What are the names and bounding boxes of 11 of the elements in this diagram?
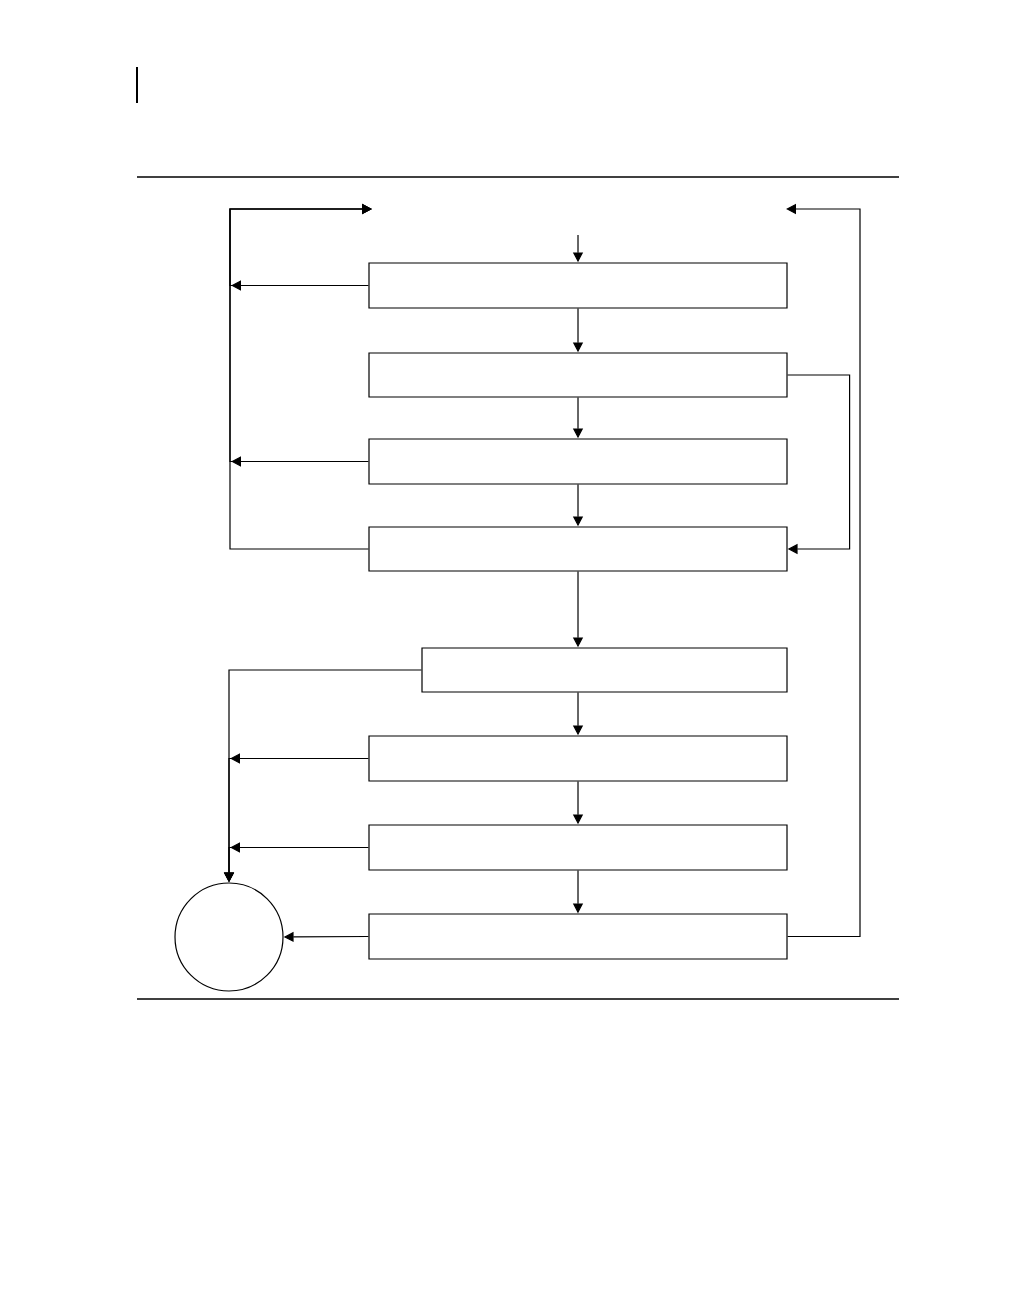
process-box — [368, 438, 788, 485]
process-box — [368, 262, 788, 309]
process-box — [368, 824, 788, 871]
process-box — [368, 913, 788, 960]
arrow — [787, 374, 851, 555]
process-box — [368, 352, 788, 398]
loop-arrow — [229, 203, 372, 550]
process-box — [421, 647, 788, 693]
process-box — [368, 526, 788, 572]
process-box — [368, 735, 788, 782]
terminal-circle — [174, 882, 284, 992]
